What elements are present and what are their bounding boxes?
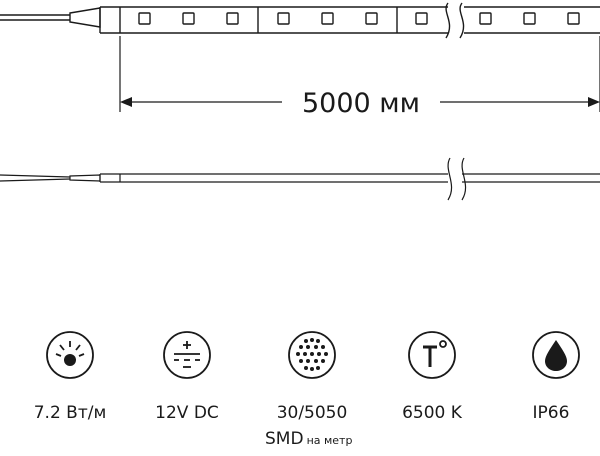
- break-mark-top-1: [445, 2, 451, 39]
- led-chip: [415, 12, 428, 25]
- strip-side-right: [462, 173, 600, 183]
- led-chip: [479, 12, 492, 25]
- led-chips: [138, 12, 580, 25]
- led-matrix-icon: [288, 331, 336, 379]
- led-chip: [321, 12, 334, 25]
- break-mark-top-2: [459, 2, 465, 39]
- spec-led-label: 30/5050: [276, 403, 348, 423]
- spec-ip-label: IP66: [532, 403, 570, 423]
- strip-body-right: [464, 6, 600, 34]
- led-chip: [182, 12, 195, 25]
- led-chip: [523, 12, 536, 25]
- arrow-left: [120, 97, 132, 107]
- arrow-right: [588, 97, 600, 107]
- spec-led-sub-main: SMD: [265, 429, 304, 449]
- water-drop-icon: [532, 331, 580, 379]
- strip-top-view: [0, 2, 600, 39]
- connector-side: [69, 174, 101, 182]
- spec-led-sub-small: на метр: [306, 434, 353, 447]
- temperature-icon: [408, 331, 456, 379]
- power-light-icon: [46, 331, 94, 379]
- break-mark-side-1: [447, 157, 453, 201]
- led-chip: [365, 12, 378, 25]
- wire-side-2: [0, 178, 71, 182]
- dimension-line: [119, 36, 600, 112]
- spec-temperature-label: 6500 K: [402, 403, 462, 423]
- strip-body-left: [99, 6, 448, 34]
- connector-top: [69, 7, 101, 28]
- spec-voltage-label: 12V DC: [155, 403, 219, 423]
- break-mark-side-2: [461, 157, 467, 201]
- led-chip: [567, 12, 580, 25]
- strip-side-left: [99, 173, 448, 183]
- led-chip: [138, 12, 151, 25]
- strip-side-view: [0, 157, 600, 201]
- wire-side-1: [0, 174, 71, 178]
- length-label: 5000 мм: [302, 88, 420, 119]
- led-chip: [277, 12, 290, 25]
- spec-power-label: 7.2 Вт/м: [33, 403, 107, 423]
- led-chip: [226, 12, 239, 25]
- dc-voltage-icon: [163, 331, 211, 379]
